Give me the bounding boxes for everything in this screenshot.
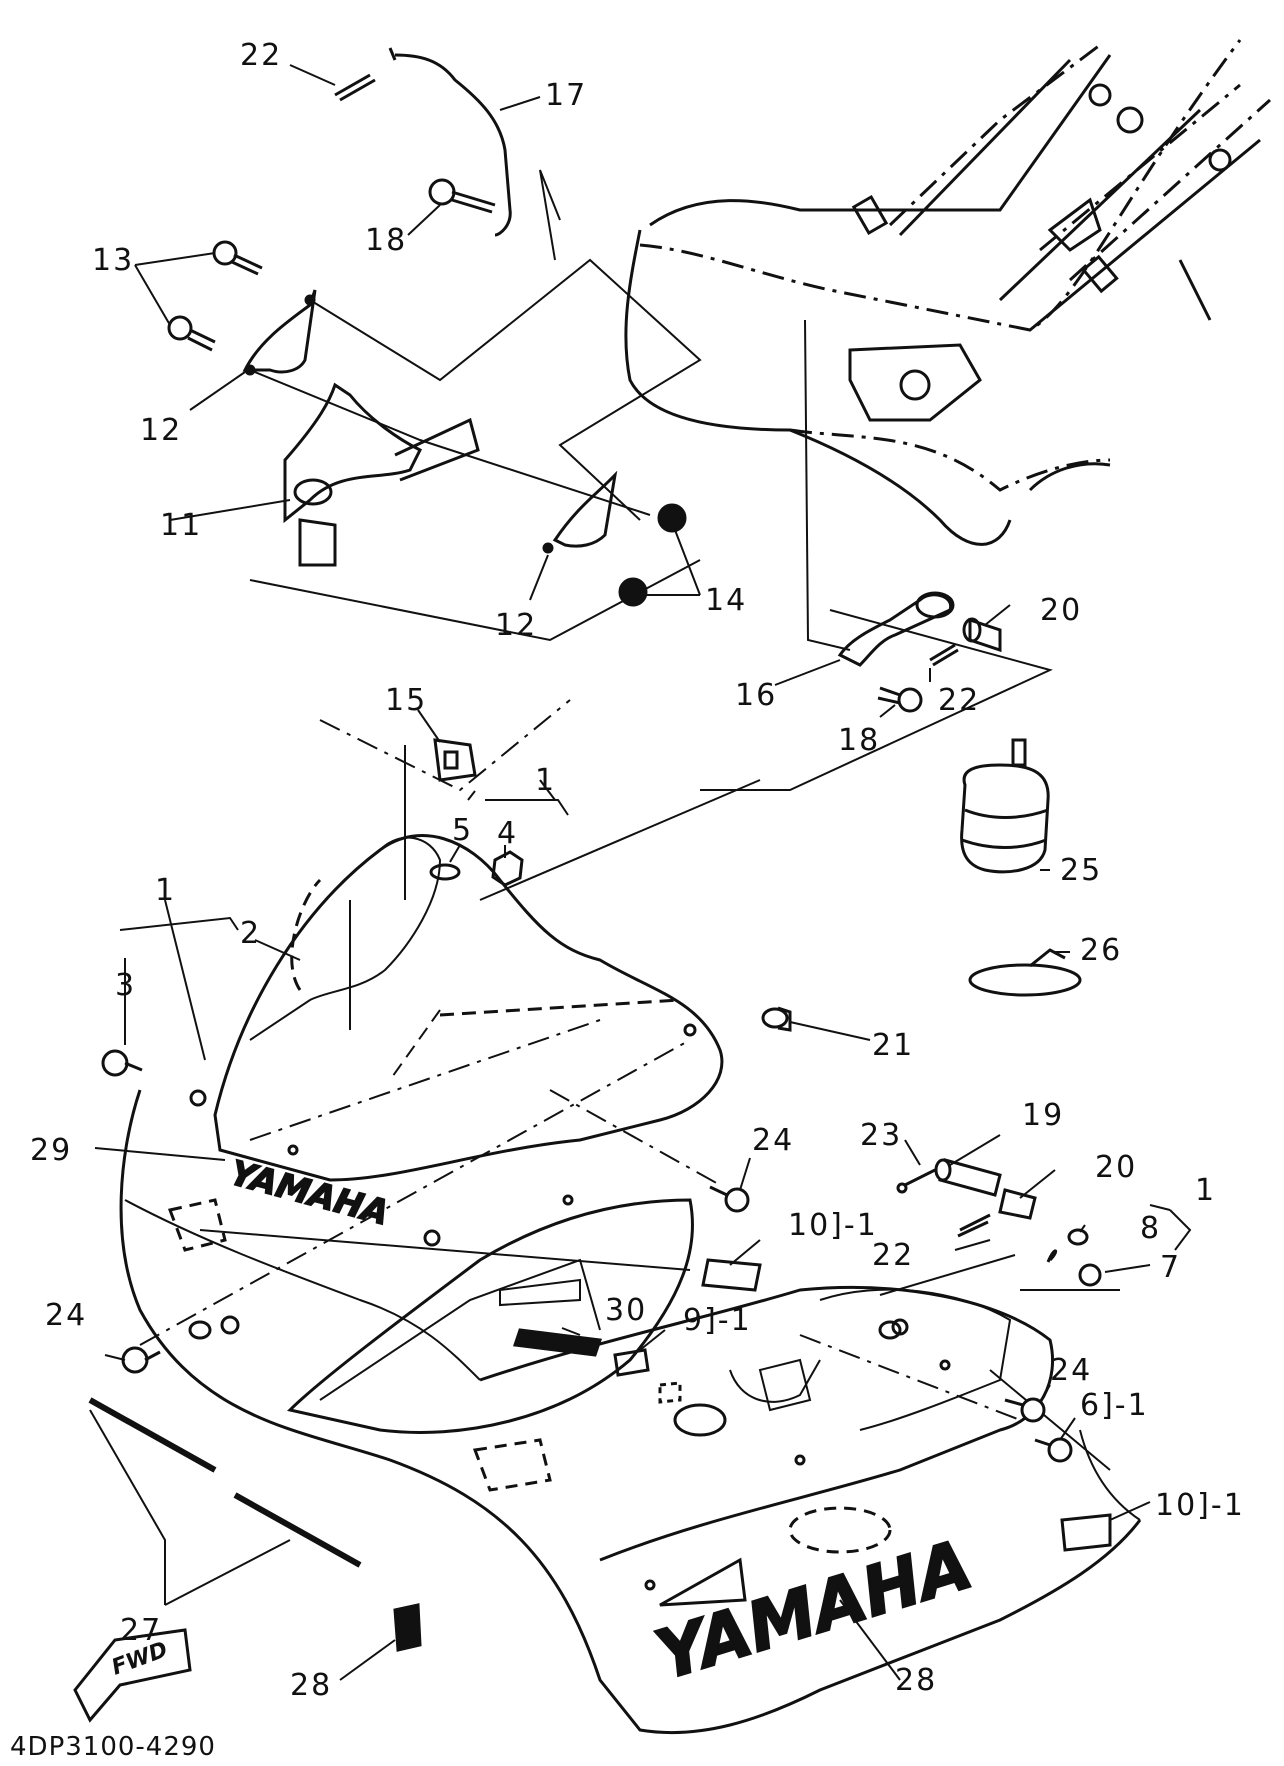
label-8: 8 (1140, 1211, 1161, 1246)
part-labels: 22 17 18 13 12 11 12 14 20 16 22 18 15 1… (30, 38, 1245, 1703)
label-29: 29 (30, 1133, 72, 1168)
label-14: 14 (705, 583, 747, 618)
label-22b: 22 (938, 683, 980, 718)
fasteners (101, 1049, 1102, 1463)
screw-3 (101, 1049, 143, 1077)
label-6: 6]-1 (1080, 1388, 1149, 1423)
label-3: 3 (115, 968, 136, 1003)
label-28a: 28 (290, 1668, 332, 1703)
cotter-pin-22b (929, 643, 959, 667)
windscreen-yamaha-logo: YAMAHA (226, 1153, 393, 1234)
label-26: 26 (1080, 933, 1122, 968)
collar-20a (968, 617, 1002, 653)
duct-strip-30 (512, 1328, 603, 1357)
washer-5 (429, 863, 461, 881)
stay-15-parts (404, 738, 524, 900)
label-1c: 1 (1195, 1173, 1216, 1208)
screw-6 (1034, 1437, 1073, 1463)
label-2: 2 (240, 916, 261, 951)
label-12a: 12 (140, 413, 182, 448)
stay-rod-17 (394, 53, 512, 237)
label-15: 15 (385, 683, 427, 718)
label-24a: 24 (752, 1123, 794, 1158)
label-19: 19 (1022, 1098, 1064, 1133)
label-25: 25 (1060, 853, 1102, 888)
bracket-12a (242, 289, 317, 374)
screw-24b (121, 1346, 161, 1374)
label-7: 7 (1160, 1250, 1181, 1285)
strip-27a (88, 1397, 217, 1473)
badge-10a (701, 1258, 762, 1292)
bolt-13a (212, 240, 263, 276)
collar-20b (998, 1188, 1037, 1220)
upper-cowl (119, 1089, 1142, 1735)
nut-4 (491, 850, 524, 887)
label-20a: 20 (1040, 593, 1082, 628)
strip-27b (233, 1492, 362, 1568)
stay-assembly (167, 47, 1053, 791)
bracket-12b (552, 470, 618, 548)
cowling-assembly (88, 699, 1142, 1735)
air-intake (287, 1198, 694, 1434)
label-10b: 10]-1 (1155, 1488, 1245, 1523)
clip-23 (896, 1168, 936, 1194)
label-16: 16 (735, 678, 777, 713)
leader-lines (89, 64, 1192, 1681)
bolt-18b (877, 686, 923, 713)
grommet-21 (761, 1007, 789, 1029)
nut-14a (657, 503, 687, 533)
decal-28a (393, 1603, 422, 1652)
label-22c: 22 (872, 1238, 914, 1273)
label-5: 5 (452, 813, 473, 848)
bolt-13b (167, 315, 216, 352)
cowling-logo-mark (659, 1557, 747, 1607)
badge-10b (1060, 1513, 1112, 1552)
pin-22c (957, 1213, 991, 1238)
label-18a: 18 (365, 223, 407, 258)
fuel-damper (960, 738, 1082, 997)
mount-parts-right (837, 591, 1002, 713)
label-10a: 10]-1 (788, 1208, 878, 1243)
label-12b: 12 (495, 608, 537, 643)
label-1b: 1 (155, 873, 176, 908)
label-23: 23 (860, 1118, 902, 1153)
label-4: 4 (497, 816, 518, 851)
bolt-18a (428, 178, 496, 214)
diagram-code: 4DP3100-4290 (10, 1732, 216, 1762)
label-24c: 24 (1050, 1353, 1092, 1388)
band-26 (968, 963, 1082, 997)
label-24b: 24 (45, 1298, 87, 1333)
label-22a: 22 (240, 38, 282, 73)
pin-19 (934, 1158, 1002, 1197)
screw-24a (709, 1185, 750, 1213)
lower-cowl (479, 1285, 1055, 1562)
label-21: 21 (872, 1028, 914, 1063)
label-9: 9]-1 (683, 1303, 752, 1338)
label-27: 27 (120, 1613, 162, 1648)
windscreen-2 (213, 834, 724, 1182)
clip-15 (433, 738, 477, 782)
label-13: 13 (92, 243, 134, 278)
label-30: 30 (605, 1293, 647, 1328)
cotter-pin-22a (334, 73, 376, 102)
screw-24c (1004, 1397, 1046, 1423)
label-18b: 18 (838, 723, 880, 758)
label-11: 11 (160, 508, 202, 543)
label-1a: 1 (535, 763, 556, 798)
screw-7 (1078, 1263, 1102, 1287)
label-17: 17 (545, 78, 587, 113)
spring-8b (1046, 1249, 1058, 1263)
washer-8 (1067, 1228, 1089, 1246)
headlight-oval (673, 1403, 727, 1437)
label-28b: 28 (895, 1663, 937, 1698)
frame-assembly (624, 39, 1272, 546)
bracket-11 (283, 382, 423, 524)
label-20b: 20 (1095, 1150, 1137, 1185)
badge-9 (613, 1348, 650, 1377)
bracket-16 (837, 593, 953, 667)
damper-25 (960, 763, 1050, 874)
